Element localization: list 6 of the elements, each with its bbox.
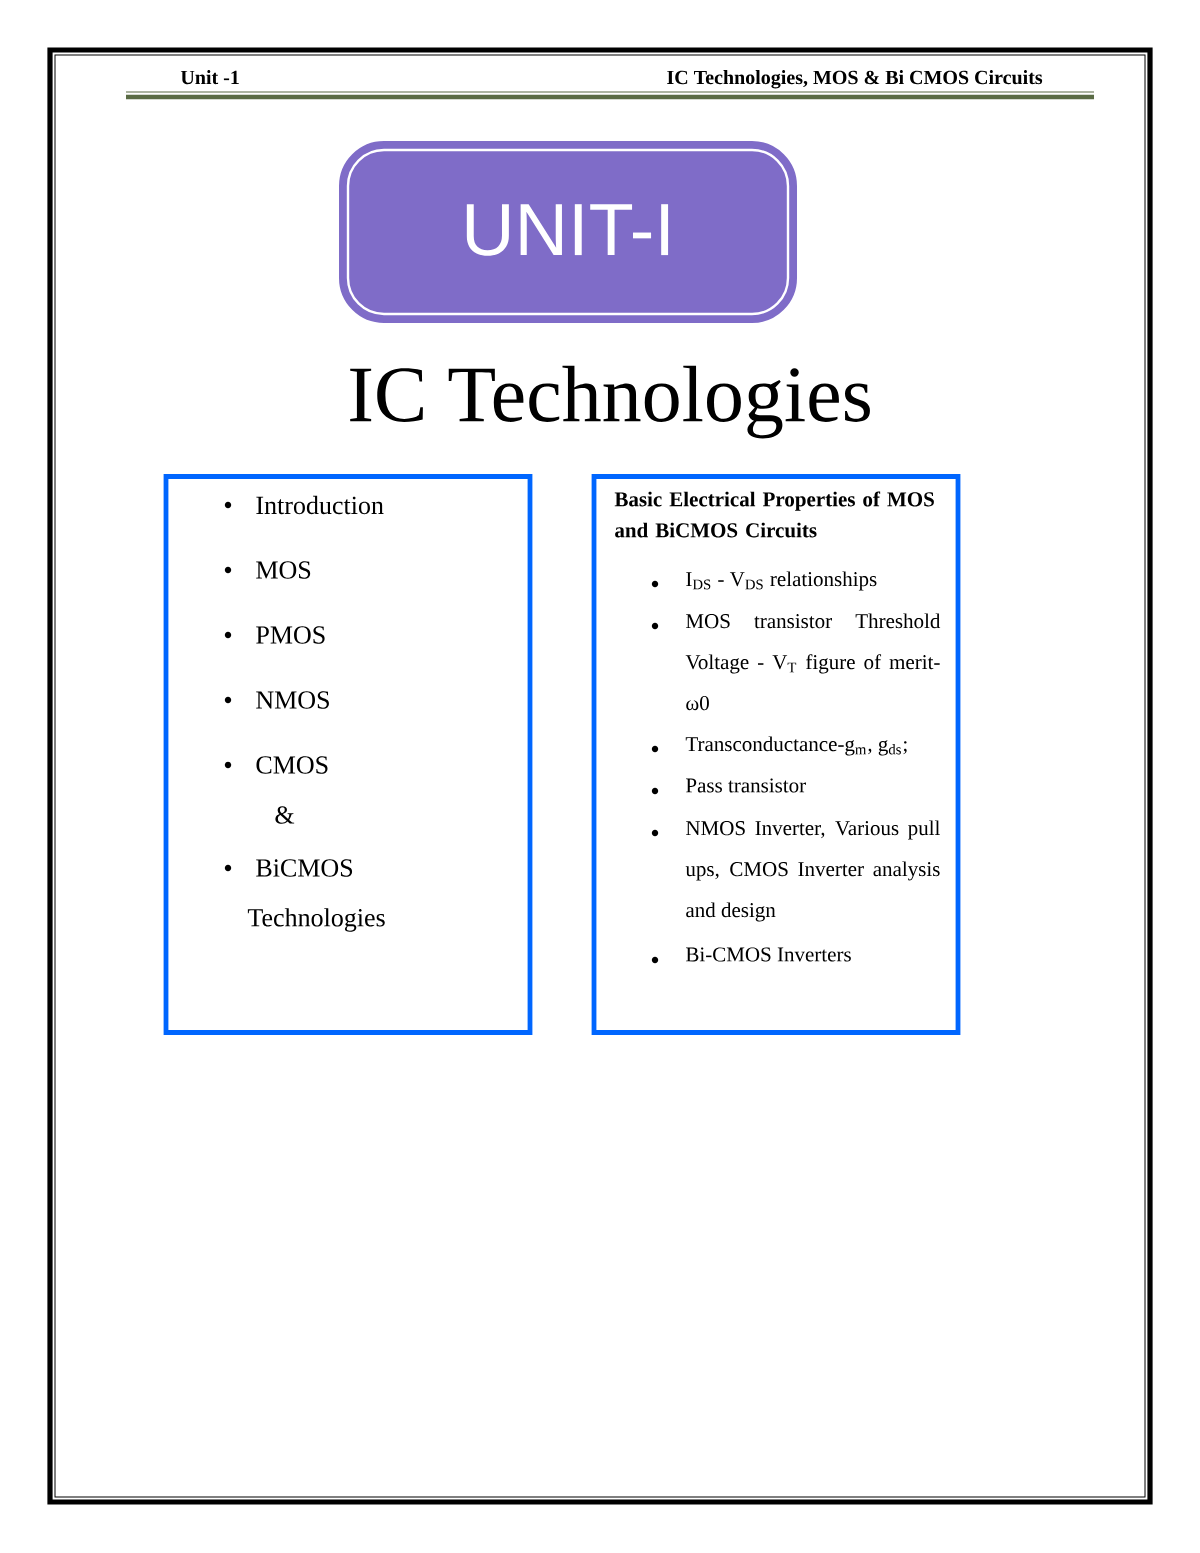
topic-list-box: Introduction MOS PMOS NMOS CMOS & BiCMOS Technologies: [163, 474, 533, 1035]
header-text: IC Technologies, MOS & Bi CMOS Circuits: [667, 70, 1043, 89]
header-text: Unit -1: [180, 70, 239, 85]
title: IC Technologies: [350, 365, 870, 439]
topic-list-box: Basic Electrical Properties of MOS and BiCMOS Circuits I$_{DS}$ - V$_{DS}$ relationships MOS transistor Threshold Voltage - V$_{T}$ figure of merit-ω0 Transconductance-g$_{m}$, g$_{ds}$; Pass transistor NMOS Inverter, Various pull ups, CMOS Inverter analysis and design Bi-CMOS Inverters: [591, 474, 961, 1035]
title-banner: UNIT-I: [339, 141, 797, 323]
